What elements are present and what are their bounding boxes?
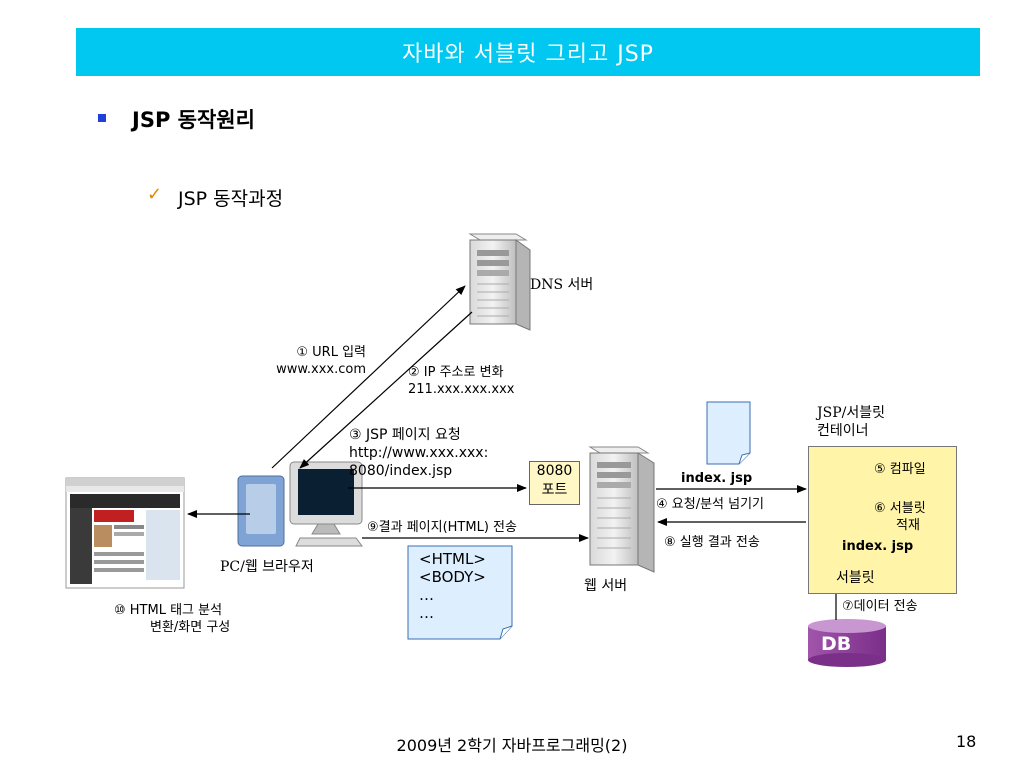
step-3-label: ③ JSP 페이지 요청 http://www.xxx.xxx: 8080/in… <box>349 426 488 480</box>
step-10-line1: ⑩ HTML 태그 분석 <box>114 603 223 618</box>
step-2-line2: 211.xxx.xxx.xxx <box>408 382 515 397</box>
container-title: JSP/서블릿 컨테이너 <box>817 404 885 440</box>
step-5-label: ⑤ 컴파일 <box>874 462 926 477</box>
main-heading: JSP 동작원리 <box>132 108 255 132</box>
step-3-line2: http://www.xxx.xxx: <box>349 445 489 461</box>
step-4-label: ④ 요청/분석 넘기기 <box>656 497 765 512</box>
step-7-label: ⑦데이터 전송 <box>842 599 918 614</box>
step-10-line2: 변환/화면 구성 <box>150 620 231 635</box>
port-label: 포트 <box>541 482 568 498</box>
html-document-icon <box>407 545 513 640</box>
bullet-square-icon <box>98 114 106 122</box>
page-number: 18 <box>956 732 977 751</box>
web-server-label: 웹 서버 <box>584 578 628 594</box>
index-jsp-container-label: index. jsp <box>842 539 914 554</box>
step-1-line1: ① URL 입력 <box>296 345 366 360</box>
step-10-label: ⑩ HTML 태그 분석 변환/화면 구성 <box>114 602 230 636</box>
checkmark-icon: ✓ <box>147 184 163 205</box>
container-title-line1: JSP/서블릿 <box>817 405 885 421</box>
html-line-4: … <box>419 604 434 622</box>
sub-heading: JSP 동작과정 <box>178 188 284 210</box>
step-1-line2: www.xxx.com <box>276 362 366 377</box>
step-3-line3: 8080/index.jsp <box>349 463 453 479</box>
html-line-3: … <box>419 586 434 604</box>
servlet-label: 서블릿 <box>836 570 875 586</box>
slide-footer: 2009년 2학기 자바프로그래밍(2) <box>396 736 628 755</box>
port-number: 8080 <box>536 463 573 479</box>
web-server-icon <box>588 446 655 573</box>
step-1-label: ① URL 입력 www.xxx.com <box>256 344 366 378</box>
step-2-line1: ② IP 주소로 변화 <box>408 365 504 380</box>
step-6-line1: ⑥ 서블릿 <box>874 501 926 516</box>
port-8080-box: 8080 포트 <box>529 461 580 505</box>
dns-server-label: DNS 서버 <box>530 277 594 293</box>
dns-server-icon <box>468 233 531 331</box>
db-cylinder-icon <box>808 619 886 667</box>
step-2-label: ② IP 주소로 변화 211.xxx.xxx.xxx <box>408 364 514 398</box>
step-6-label: ⑥ 서블릿 적재 <box>874 500 926 534</box>
index-jsp-label: index. jsp <box>681 471 753 486</box>
document-icon-top <box>706 401 751 465</box>
container-title-line2: 컨테이너 <box>817 423 869 439</box>
slide-title: 자바와 서블릿 그리고 JSP <box>76 28 980 76</box>
browser-screenshot-image <box>65 477 185 589</box>
pc-icon <box>237 461 363 547</box>
step-9-label: ⑨결과 페이지(HTML) 전송 <box>367 520 517 535</box>
step-3-line1: ③ JSP 페이지 요청 <box>349 427 461 443</box>
step-6-line2: 적재 <box>896 518 920 533</box>
html-document-content: <HTML> <BODY> … … <box>419 550 486 622</box>
html-line-2: <BODY> <box>419 568 486 586</box>
db-label: DB <box>821 633 852 655</box>
jsp-servlet-container-box <box>808 446 957 594</box>
html-line-1: <HTML> <box>419 550 486 568</box>
step-8-label: ⑧ 실행 결과 전송 <box>664 535 760 550</box>
pc-browser-label: PC/웹 브라우저 <box>220 559 314 575</box>
